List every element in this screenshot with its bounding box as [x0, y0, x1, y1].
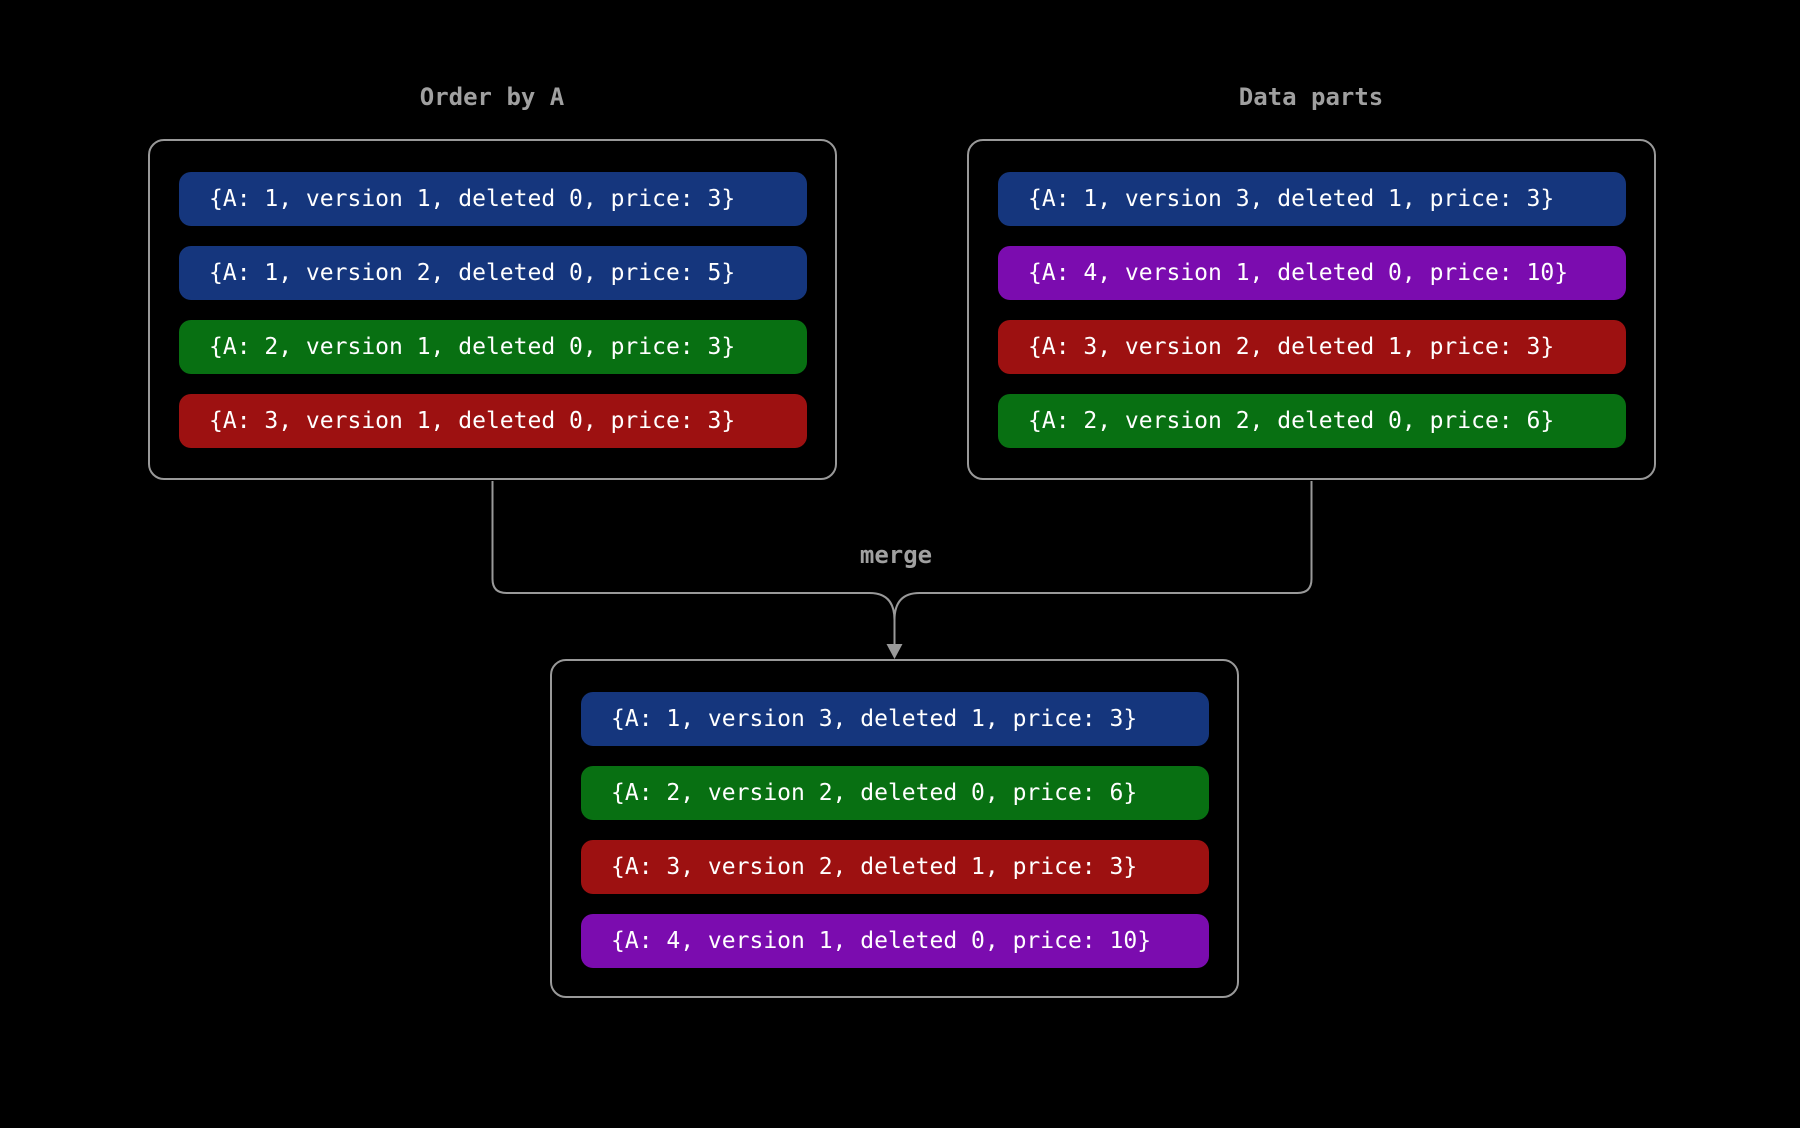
data-row: {A: 2, version 2, deleted 0, price: 6} [998, 394, 1626, 448]
order-by-a-box: {A: 1, version 1, deleted 0, price: 3} {… [148, 139, 837, 480]
connector-left-branch [491, 481, 896, 647]
data-row: {A: 2, version 2, deleted 0, price: 6} [581, 766, 1209, 820]
data-parts-box: {A: 1, version 3, deleted 1, price: 3} {… [967, 139, 1656, 480]
data-row: {A: 1, version 1, deleted 0, price: 3} [179, 172, 807, 226]
connector-right-branch [893, 481, 1313, 621]
data-row: {A: 3, version 1, deleted 0, price: 3} [179, 394, 807, 448]
data-row: {A: 3, version 2, deleted 1, price: 3} [998, 320, 1626, 374]
data-row: {A: 2, version 1, deleted 0, price: 3} [179, 320, 807, 374]
data-row: {A: 1, version 2, deleted 0, price: 5} [179, 246, 807, 300]
data-row: {A: 4, version 1, deleted 0, price: 10} [998, 246, 1626, 300]
data-row: {A: 3, version 2, deleted 1, price: 3} [581, 840, 1209, 894]
merge-label: merge [859, 541, 933, 569]
data-row: {A: 4, version 1, deleted 0, price: 10} [581, 914, 1209, 968]
data-row: {A: 1, version 3, deleted 1, price: 3} [998, 172, 1626, 226]
order-by-a-title: Order by A [419, 83, 565, 111]
data-row: {A: 1, version 3, deleted 1, price: 3} [581, 692, 1209, 746]
data-parts-title: Data parts [1238, 83, 1384, 111]
merged-box: {A: 1, version 3, deleted 1, price: 3} {… [550, 659, 1239, 998]
arrowhead-icon [886, 644, 903, 659]
